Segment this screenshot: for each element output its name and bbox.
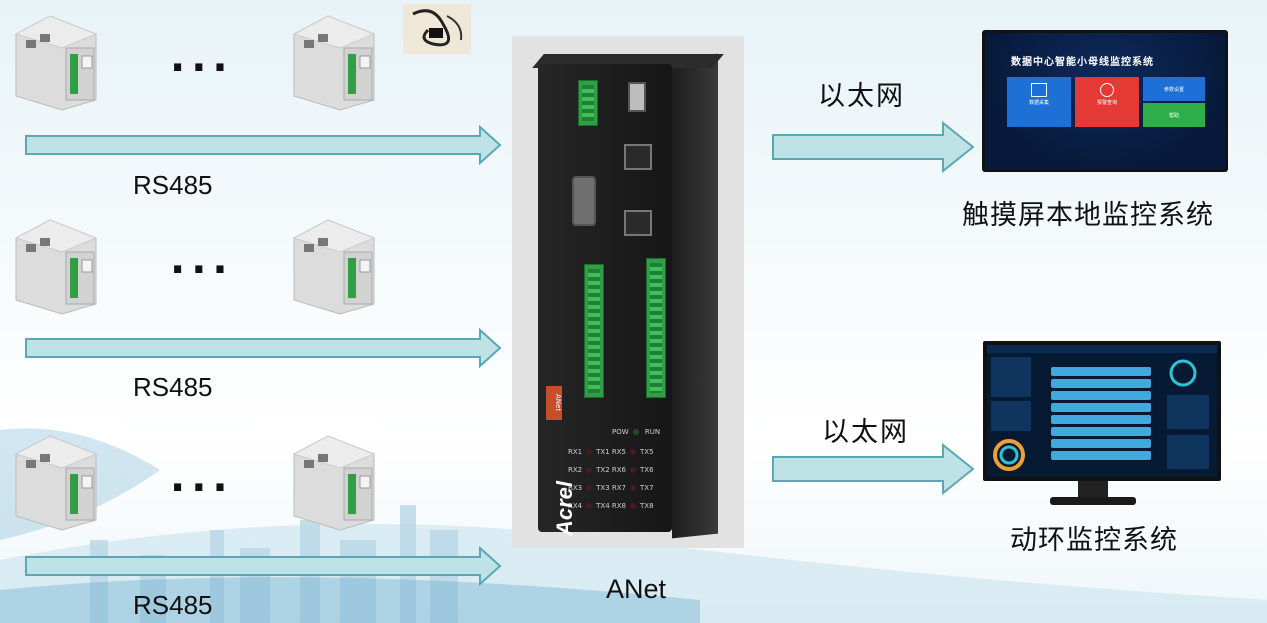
arrow-rs485-3 <box>25 546 502 586</box>
meter-device-1a <box>14 15 98 111</box>
env-monitor-system-label: 动环监控系统 <box>1010 525 1178 556</box>
tile-settings: 参数设置 <box>1143 77 1205 101</box>
arrow-ethernet-1 <box>772 120 975 174</box>
usb-port <box>628 82 646 112</box>
rs485-label-1: RS485 <box>133 170 213 200</box>
serial-db9-port <box>572 176 596 226</box>
arrow-rs485-1 <box>25 125 502 165</box>
ellipsis-row-2: ··· <box>170 247 234 293</box>
arrow-ethernet-2 <box>772 442 975 496</box>
lan1-port <box>624 210 652 236</box>
arrow-rs485-2 <box>25 328 502 368</box>
sensor-cable-image <box>403 4 471 54</box>
touchscreen-display: 数据中心智能小母线监控系统 数据采集 报警查询 参数设置 帮助 <box>985 33 1225 169</box>
ethernet-label-1: 以太网 <box>818 81 905 112</box>
ethernet-label-2: 以太网 <box>822 417 909 448</box>
lan2-port <box>624 144 652 170</box>
ellipsis-row-3: ··· <box>170 465 234 511</box>
touchscreen-system-label: 触摸屏本地监控系统 <box>962 200 1214 231</box>
meter-device-1b <box>292 15 376 111</box>
power-terminal <box>578 80 598 126</box>
tile-help-label: 帮助 <box>1168 113 1179 119</box>
rs485-label-3: RS485 <box>133 590 213 620</box>
rs485-label-2: RS485 <box>133 372 213 402</box>
terminal-block-right <box>646 258 666 398</box>
meter-device-3a <box>14 435 98 531</box>
monitor-stand-base <box>1050 497 1136 505</box>
meter-device-2a <box>14 219 98 315</box>
tile-help: 帮助 <box>1143 103 1205 127</box>
gateway-brand-logo: Acrel <box>552 480 577 536</box>
tile-settings-label: 参数设置 <box>1163 87 1184 93</box>
gateway-name-label: ANet <box>606 574 667 604</box>
tile-data-collection: 数据采集 <box>1007 77 1071 127</box>
tile-alarm-query: 报警查询 <box>1075 77 1139 127</box>
meter-device-2b <box>292 219 376 315</box>
env-monitor-dashboard-graphic <box>987 345 1217 471</box>
meter-device-3b <box>292 435 376 531</box>
env-monitor-display <box>983 341 1221 481</box>
monitor-stand-neck <box>1078 481 1108 499</box>
env-monitor-screen <box>987 345 1217 477</box>
tile-alarm-query-label: 报警查询 <box>1096 100 1117 106</box>
gateway-side-panel <box>672 53 718 539</box>
gateway-model-badge: ANet <box>546 386 562 420</box>
terminal-block-left <box>584 264 604 398</box>
ellipsis-row-1: ··· <box>170 45 234 91</box>
led-row-status: POW RUN <box>612 428 661 436</box>
tile-data-collection-label: 数据采集 <box>1028 100 1049 106</box>
touchscreen-title: 数据中心智能小母线监控系统 <box>1011 57 1154 68</box>
touchscreen-device: 数据中心智能小母线监控系统 数据采集 报警查询 参数设置 帮助 <box>982 30 1228 172</box>
